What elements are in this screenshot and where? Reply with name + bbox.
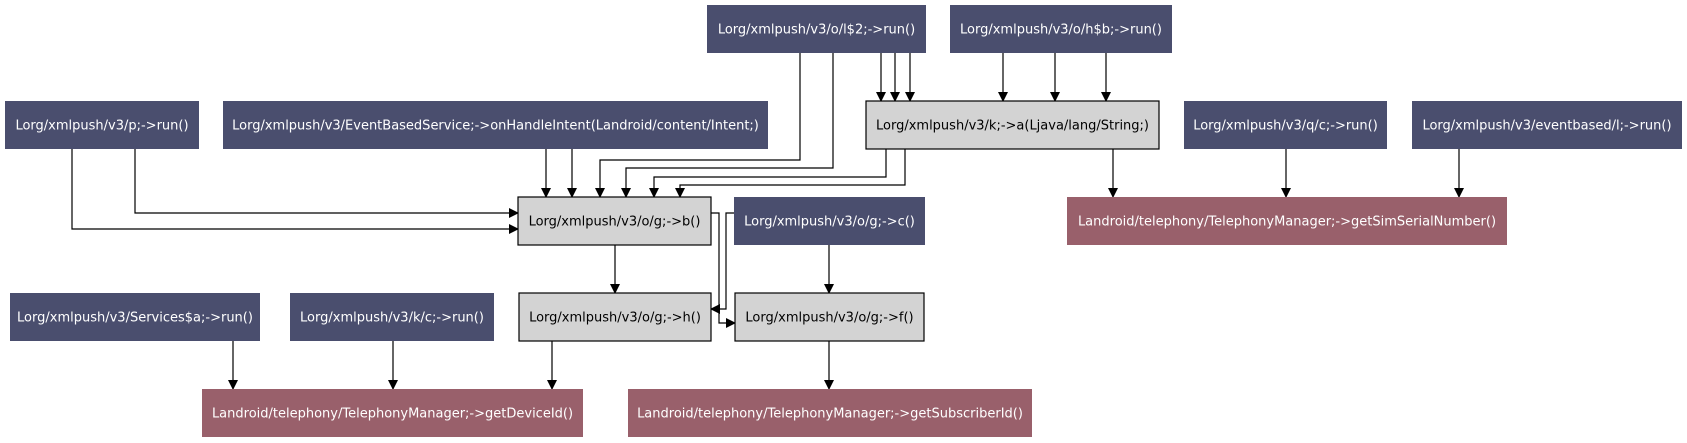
node-label-gb: Lorg/xmlpush/v3/o/g;->b(): [529, 215, 701, 230]
node-sim: Landroid/telephony/TelephonyManager;->ge…: [1067, 197, 1507, 245]
edge-gb-to-gf: [711, 212, 736, 328]
node-box-p: [5, 101, 199, 149]
node-label-qc: Lorg/xmlpush/v3/q/c;->run(): [1193, 119, 1378, 134]
edge-ka-to-gb: [649, 149, 887, 198]
node-kc: Lorg/xmlpush/v3/k/c;->run(): [290, 293, 494, 341]
edge-p-to-gb: [134, 149, 519, 218]
node-label-gh: Lorg/xmlpush/v3/o/g;->h(): [529, 311, 701, 326]
nodes-layer: Lorg/xmlpush/v3/o/l$2;->run() Lorg/xmlpus…: [5, 5, 1682, 437]
node-p: Lorg/xmlpush/v3/p;->run(): [5, 101, 199, 149]
node-label-ebl: Lorg/xmlpush/v3/eventbased/l;->run(): [1422, 119, 1671, 134]
node-box-hb: [950, 5, 1172, 53]
node-ka: Lorg/xmlpush/v3/k;->a(Ljava/lang/String;…: [865, 100, 1160, 150]
node-label-devid: Landroid/telephony/TelephonyManager;->ge…: [212, 407, 573, 422]
node-label-sa: Lorg/xmlpush/v3/Services$a;->run(): [17, 311, 253, 326]
node-gc: Lorg/xmlpush/v3/o/g;->c(): [734, 197, 925, 245]
node-hb: Lorg/xmlpush/v3/o/h$b;->run(): [950, 5, 1172, 53]
node-ebl: Lorg/xmlpush/v3/eventbased/l;->run(): [1412, 101, 1682, 149]
edge-gc-to-gh: [710, 212, 734, 314]
node-box-sa: [10, 293, 260, 341]
node-label-gf: Lorg/xmlpush/v3/o/g;->f(): [745, 311, 913, 326]
node-qc: Lorg/xmlpush/v3/q/c;->run(): [1184, 101, 1387, 149]
node-box-ebl: [1412, 101, 1682, 149]
node-box-gh: [518, 292, 712, 342]
node-label-hb: Lorg/xmlpush/v3/o/h$b;->run(): [960, 23, 1162, 38]
edges-layer: [71, 53, 1464, 390]
edge-p-to-gb: [71, 149, 519, 234]
node-label-p: Lorg/xmlpush/v3/p;->run(): [15, 119, 188, 134]
node-sa: Lorg/xmlpush/v3/Services$a;->run(): [10, 293, 260, 341]
edge-ka-to-gb: [675, 149, 906, 198]
node-box-subid: [628, 389, 1032, 437]
node-gh: Lorg/xmlpush/v3/o/g;->h(): [518, 292, 712, 342]
node-box-devid: [202, 389, 583, 437]
node-box-kc: [290, 293, 494, 341]
node-gb: Lorg/xmlpush/v3/o/g;->b(): [517, 196, 712, 246]
node-box-gf: [734, 292, 925, 342]
node-gf: Lorg/xmlpush/v3/o/g;->f(): [734, 292, 925, 342]
node-label-sim: Landroid/telephony/TelephonyManager;->ge…: [1078, 215, 1496, 230]
node-box-ka: [865, 100, 1160, 150]
node-box-gb: [517, 196, 712, 246]
node-box-qc: [1184, 101, 1387, 149]
node-label-ka: Lorg/xmlpush/v3/k;->a(Ljava/lang/String;…: [876, 119, 1149, 134]
edge-l2-to-gb: [621, 53, 834, 198]
node-label-kc: Lorg/xmlpush/v3/k/c;->run(): [300, 311, 484, 326]
node-label-gc: Lorg/xmlpush/v3/o/g;->c(): [744, 215, 915, 230]
node-box-ebs: [223, 101, 768, 149]
node-subid: Landroid/telephony/TelephonyManager;->ge…: [628, 389, 1032, 437]
node-ebs: Lorg/xmlpush/v3/EventBasedService;->onHa…: [223, 101, 768, 149]
node-label-l2: Lorg/xmlpush/v3/o/l$2;->run(): [718, 23, 915, 38]
node-l2: Lorg/xmlpush/v3/o/l$2;->run(): [707, 5, 926, 53]
edge-l2-to-gb: [595, 53, 801, 198]
node-box-l2: [707, 5, 926, 53]
node-devid: Landroid/telephony/TelephonyManager;->ge…: [202, 389, 583, 437]
node-label-ebs: Lorg/xmlpush/v3/EventBasedService;->onHa…: [232, 119, 759, 134]
node-box-gc: [734, 197, 925, 245]
node-box-sim: [1067, 197, 1507, 245]
node-label-subid: Landroid/telephony/TelephonyManager;->ge…: [637, 407, 1023, 422]
